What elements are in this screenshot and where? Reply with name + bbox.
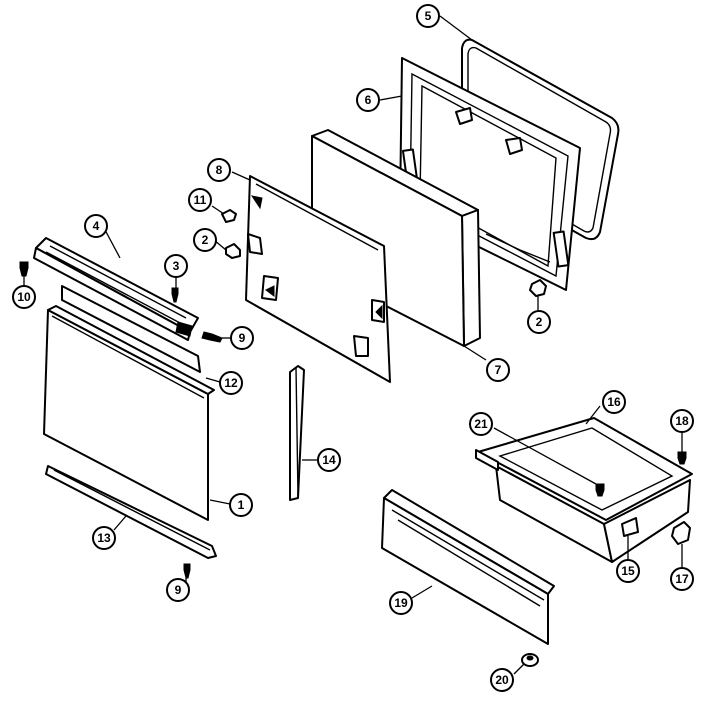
svg-text:19: 19 <box>394 596 408 610</box>
callout-12: 12 <box>219 371 243 395</box>
svg-text:21: 21 <box>474 417 488 431</box>
svg-text:9: 9 <box>239 331 246 345</box>
callout-7: 7 <box>486 358 510 382</box>
oven-door-inner-glass <box>245 175 391 383</box>
callout-16: 16 <box>602 390 626 414</box>
handle-insert-strip <box>61 285 201 373</box>
svg-text:4: 4 <box>93 219 100 233</box>
svg-text:14: 14 <box>322 453 336 467</box>
door-bottom-trim <box>45 465 217 559</box>
callout-8: 8 <box>207 158 231 182</box>
callout-3: 3 <box>164 254 188 278</box>
callout-10: 10 <box>12 285 36 309</box>
svg-text:7: 7 <box>495 363 502 377</box>
screw-18 <box>677 451 687 465</box>
svg-text:18: 18 <box>675 414 689 428</box>
screw-3 <box>171 287 179 303</box>
door-clip-11 <box>221 209 237 223</box>
screw-21 <box>595 483 605 497</box>
screw-9-lower <box>183 563 191 579</box>
door-handle-trim <box>33 237 199 341</box>
callout-18: 18 <box>670 409 694 433</box>
svg-text:12: 12 <box>224 376 238 390</box>
screw-9-upper <box>201 331 223 343</box>
callout-6: 6 <box>356 88 380 112</box>
drawer-knob <box>521 653 539 667</box>
svg-text:15: 15 <box>621 564 635 578</box>
callout-2-right: 2 <box>527 310 551 334</box>
screw-10 <box>19 261 29 277</box>
door-clip-left <box>225 243 241 259</box>
door-clip-right <box>529 279 547 297</box>
outer-door-panel <box>43 305 215 521</box>
svg-text:16: 16 <box>607 395 621 409</box>
leader-lines <box>23 15 683 675</box>
drawer-clip <box>671 521 691 545</box>
callout-13: 13 <box>92 526 116 550</box>
callout-9-lower: 9 <box>166 578 190 602</box>
callout-17: 17 <box>670 567 694 591</box>
callout-2-left: 2 <box>193 228 217 252</box>
callout-11: 11 <box>188 188 212 212</box>
svg-text:17: 17 <box>675 572 689 586</box>
svg-text:1: 1 <box>238 498 245 512</box>
svg-text:11: 11 <box>194 193 207 207</box>
svg-text:2: 2 <box>202 233 209 247</box>
svg-text:2: 2 <box>536 315 543 329</box>
callout-20: 20 <box>490 668 514 692</box>
callout-21: 21 <box>469 412 493 436</box>
callout-19: 19 <box>389 591 413 615</box>
svg-text:6: 6 <box>365 93 372 107</box>
storage-drawer-body <box>475 417 693 563</box>
callout-14: 14 <box>317 448 341 472</box>
svg-text:13: 13 <box>97 531 111 545</box>
callout-9-upper: 9 <box>230 326 254 350</box>
svg-text:20: 20 <box>495 673 509 687</box>
svg-text:8: 8 <box>216 163 223 177</box>
drawer-front-panel <box>381 489 555 645</box>
callout-4: 4 <box>84 214 108 238</box>
svg-text:10: 10 <box>17 290 31 304</box>
svg-text:9: 9 <box>175 583 182 597</box>
svg-text:5: 5 <box>425 9 432 23</box>
callout-1: 1 <box>229 493 253 517</box>
callout-5: 5 <box>416 4 440 28</box>
svg-text:3: 3 <box>173 259 180 273</box>
callout-15: 15 <box>616 559 640 583</box>
door-side-trim <box>289 365 305 501</box>
